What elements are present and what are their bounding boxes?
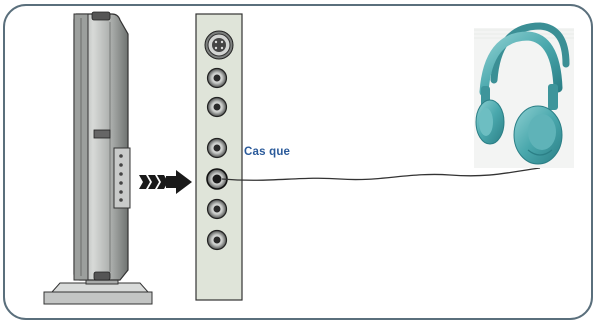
rca-jack: [206, 137, 228, 159]
av-connector-panel: [195, 13, 243, 301]
headphones-icon: [474, 22, 574, 168]
rca-jack: [206, 198, 228, 220]
headphone-label: Cas que: [244, 146, 291, 158]
headphone-jack: [206, 168, 228, 190]
zoom-arrow-icon: [139, 170, 192, 194]
headphone-cable: [221, 167, 541, 181]
diagram-frame: [3, 4, 593, 320]
rca-jack: [206, 96, 228, 118]
rca-jack: [206, 67, 228, 89]
s-video-jack: [204, 30, 234, 60]
rca-jack: [206, 229, 228, 251]
tv-side-view-icon: [43, 11, 153, 305]
